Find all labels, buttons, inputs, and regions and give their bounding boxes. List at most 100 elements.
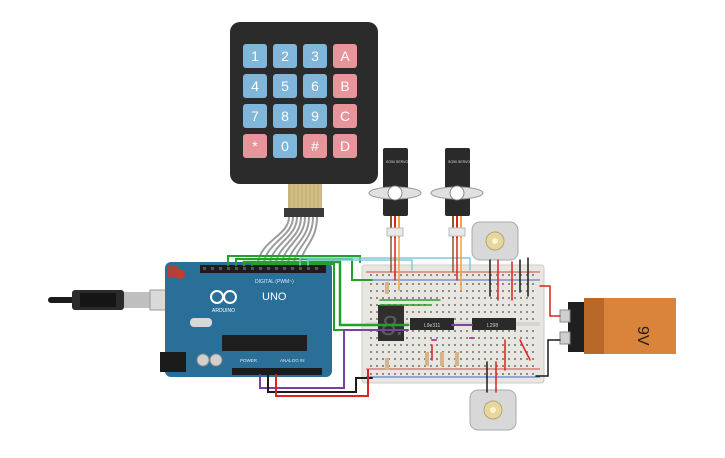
servo-2-label: SG90 SERVO: [448, 160, 470, 164]
keypad-key-1[interactable]: 1: [243, 44, 267, 68]
breadboard-hole: [412, 297, 414, 299]
breadboard-hole: [490, 274, 492, 276]
arduino-board[interactable]: DIGITAL (PWM~) ARDUINO UNO POWER ANALOG …: [160, 262, 332, 377]
breadboard-hole: [484, 344, 486, 346]
breadboard-hole: [484, 358, 486, 360]
keypad-key-8[interactable]: 8: [273, 104, 297, 128]
dc-motor-top[interactable]: [471, 221, 519, 261]
breadboard-hole: [520, 344, 522, 346]
keypad-key-7[interactable]: 7: [243, 104, 267, 128]
breadboard-hole: [442, 337, 444, 339]
breadboard-hole: [370, 283, 372, 285]
reset-icon[interactable]: [175, 269, 185, 279]
breadboard-hole: [370, 373, 372, 375]
servo-2[interactable]: SG90 SERVO: [430, 148, 484, 238]
breadboard-hole: [436, 290, 438, 292]
usb-cable: [48, 289, 173, 311]
keypad-key-C[interactable]: C: [333, 104, 357, 128]
breadboard-hole: [496, 274, 498, 276]
breadboard-hole: [478, 373, 480, 375]
battery-9v[interactable]: 9V: [559, 298, 676, 354]
keypad-key-#[interactable]: #: [303, 134, 327, 158]
breadboard-hole: [376, 304, 378, 306]
keypad-key-0[interactable]: 0: [273, 134, 297, 158]
breadboard-hole: [448, 290, 450, 292]
breadboard-hole: [430, 373, 432, 375]
breadboard-hole: [376, 318, 378, 320]
reset-button[interactable]: [168, 265, 178, 277]
breadboard-hole: [448, 283, 450, 285]
breadboard-hole: [454, 297, 456, 299]
keypad-key-6[interactable]: 6: [303, 74, 327, 98]
atmega-chip: [222, 335, 307, 351]
keypad-key-label: 8: [281, 108, 289, 124]
breadboard-hole: [448, 304, 450, 306]
keypad-key-4[interactable]: 4: [243, 74, 267, 98]
breadboard-hole: [418, 351, 420, 353]
servo-1[interactable]: SG90 SERVO: [368, 148, 422, 238]
breadboard-hole: [508, 330, 510, 332]
keypad-key-label: 5: [281, 78, 289, 94]
keypad-key-2[interactable]: 2: [273, 44, 297, 68]
breadboard-hole: [448, 297, 450, 299]
keypad-key-face: [333, 44, 357, 68]
breadboard-hole: [520, 304, 522, 306]
breadboard-hole: [454, 337, 456, 339]
keypad-key-label: A: [340, 48, 350, 64]
breadboard-hole: [370, 311, 372, 313]
breadboard-hole: [424, 297, 426, 299]
breadboard-hole: [514, 337, 516, 339]
breadboard-hole: [406, 311, 408, 313]
breadboard-hole: [442, 304, 444, 306]
keypad-key-*[interactable]: *: [243, 134, 267, 158]
breadboard-hole: [484, 297, 486, 299]
breadboard-hole: [424, 330, 426, 332]
keypad-key-3[interactable]: 3: [303, 44, 327, 68]
breadboard-hole: [370, 274, 372, 276]
ic-chip-1: L9e311: [410, 318, 454, 330]
keypad-key-face: [273, 134, 297, 158]
breadboard-hole: [508, 283, 510, 285]
breadboard-hole: [382, 358, 384, 360]
breadboard-hole: [424, 373, 426, 375]
keypad-key-A[interactable]: A: [333, 44, 357, 68]
breadboard-hole: [460, 330, 462, 332]
power-jack: [160, 352, 186, 372]
breadboard-hole: [442, 311, 444, 313]
keypad-key-label: 1: [251, 48, 259, 64]
breadboard-hole: [526, 373, 528, 375]
keypad-key-5[interactable]: 5: [273, 74, 297, 98]
breadboard-hole: [436, 337, 438, 339]
battery-label: 9V: [634, 326, 651, 346]
breadboard-hole: [472, 311, 474, 313]
breadboard-hole: [460, 318, 462, 320]
breadboard-hole: [394, 358, 396, 360]
keypad-key-B[interactable]: B: [333, 74, 357, 98]
breadboard-hole: [388, 351, 390, 353]
breadboard-hole: [400, 365, 402, 367]
keypad-key-9[interactable]: 9: [303, 104, 327, 128]
breadboard-hole: [376, 358, 378, 360]
keypad-key-face: [273, 104, 297, 128]
dc-motor-bottom[interactable]: [469, 389, 517, 431]
breadboard-hole: [412, 365, 414, 367]
breadboard-hole: [484, 311, 486, 313]
breadboard-hole: [472, 330, 474, 332]
breadboard-hole: [508, 373, 510, 375]
breadboard-hole: [382, 344, 384, 346]
breadboard-hole: [532, 318, 534, 320]
breadboard-hole: [382, 283, 384, 285]
breadboard-hole: [400, 344, 402, 346]
breadboard-hole: [400, 351, 402, 353]
breadboard-hole: [418, 290, 420, 292]
breadboard-hole: [502, 311, 504, 313]
breadboard-hole: [484, 337, 486, 339]
breadboard-hole: [466, 290, 468, 292]
breadboard-hole: [526, 304, 528, 306]
breadboard-hole: [466, 351, 468, 353]
breadboard-hole: [520, 373, 522, 375]
breadboard-hole: [412, 373, 414, 375]
keypad-key-D[interactable]: D: [333, 134, 357, 158]
breadboard-hole: [406, 365, 408, 367]
